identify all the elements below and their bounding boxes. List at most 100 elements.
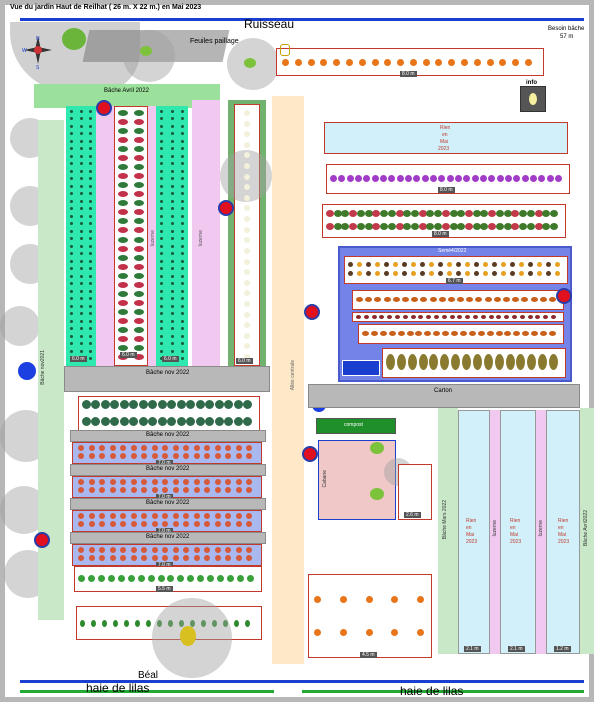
seedling-icon	[70, 117, 73, 121]
plant-icon	[495, 223, 504, 230]
tomato-icon	[99, 453, 105, 459]
bed-size-label: 6.0 m	[120, 352, 137, 358]
tomato-icon	[193, 555, 200, 561]
haie-right-label: haie de lilas	[400, 684, 464, 698]
tomato-icon	[141, 487, 147, 493]
strawberry-icon	[118, 272, 128, 279]
pea-icon	[201, 619, 206, 627]
tomato-icon	[204, 521, 210, 527]
info-icon[interactable]	[520, 86, 546, 112]
plant-icon	[426, 223, 435, 230]
seedling-icon	[160, 222, 163, 226]
cabbage-icon	[243, 400, 252, 409]
tomato-icon	[99, 521, 105, 527]
onion-icon	[555, 174, 562, 182]
onion-icon	[530, 174, 537, 182]
strawberry-icon	[134, 263, 144, 270]
onion-icon	[438, 174, 446, 182]
garlic-icon	[244, 322, 250, 329]
seedling-icon	[160, 304, 163, 308]
carrot-icon	[461, 58, 469, 66]
carrot-icon	[391, 629, 399, 636]
cabbage-icon	[167, 417, 177, 426]
tomato-icon	[109, 453, 116, 459]
seedling-icon	[70, 132, 73, 136]
tomato-icon	[225, 513, 231, 519]
seedling-icon	[79, 282, 83, 286]
seedling-icon	[170, 282, 174, 286]
seed-icon	[546, 262, 551, 267]
seed-icon	[465, 271, 470, 276]
seedling-icon	[79, 289, 83, 293]
tomato-icon	[130, 453, 137, 459]
rien-label: Mai	[510, 532, 519, 538]
seedling-icon	[181, 319, 184, 323]
seed-icon	[366, 262, 371, 267]
plant-icon	[488, 223, 497, 230]
cabbage-icon	[157, 417, 167, 426]
potato-icon	[513, 330, 521, 336]
tomato-icon	[151, 555, 158, 561]
seed-icon	[447, 271, 452, 276]
seedling-icon	[89, 334, 92, 338]
tomato-icon	[151, 547, 158, 553]
bean-icon	[473, 315, 478, 319]
strawberry-icon	[134, 281, 144, 288]
water-point-icon[interactable]	[18, 362, 36, 380]
tomato-icon	[225, 487, 231, 493]
potato-icon	[495, 330, 503, 336]
seedling-icon	[181, 214, 184, 218]
strawberry-icon	[118, 110, 128, 116]
plant-icon	[326, 210, 334, 217]
tomato-icon	[204, 445, 210, 451]
lettuce-row	[78, 572, 254, 584]
apple-icon	[140, 46, 152, 56]
seedling-icon	[89, 312, 92, 316]
seedling-icon	[79, 147, 83, 151]
carrot-icon	[384, 58, 392, 66]
seedling-icon	[170, 110, 174, 113]
garlic-icon	[244, 152, 250, 159]
cabbage-row	[82, 400, 252, 426]
plant-icon	[534, 223, 543, 230]
ruisseau-line	[20, 18, 584, 21]
strawberry-icon	[118, 254, 128, 261]
tomato-icon	[120, 555, 126, 561]
tomato-icon	[225, 445, 231, 451]
onion-icon	[396, 174, 404, 182]
cabbage-icon	[214, 400, 224, 409]
cabbage-icon	[119, 417, 129, 426]
potato-icon	[388, 330, 396, 336]
cabbage-icon	[138, 400, 148, 409]
bed-size-label: 8.0 m	[432, 231, 449, 237]
bean-icon	[543, 315, 549, 319]
plant-icon	[364, 223, 373, 230]
seed-icon	[474, 271, 479, 276]
seedling-icon	[70, 237, 73, 241]
strawberry-icon	[134, 272, 144, 279]
onion-icon	[513, 174, 521, 182]
seedling-icon	[181, 274, 184, 278]
seedling-icon	[70, 252, 73, 256]
seedling-icon	[79, 319, 83, 323]
potato-icon	[549, 330, 556, 336]
seedling-icon	[70, 312, 73, 316]
lettuce-icon	[207, 574, 215, 582]
tomato-icon	[130, 479, 137, 485]
seedling-icon	[89, 357, 92, 360]
carrot-icon	[486, 58, 494, 66]
squash-icon	[396, 354, 406, 370]
allee-centrale	[272, 96, 304, 664]
bean-icon	[387, 315, 393, 319]
strawberry-icon	[134, 218, 144, 225]
carrot-icon	[365, 629, 373, 636]
seedling-icon	[89, 192, 92, 196]
squash-icon	[407, 354, 417, 370]
seedling-icon	[89, 229, 92, 233]
seed-icon	[456, 262, 461, 267]
seed-icon	[357, 271, 362, 276]
plant-icon	[341, 223, 350, 230]
seedling-icon	[89, 237, 92, 241]
bache-avril-right-label: Bâche Avril2022	[583, 510, 589, 547]
tomato-icon	[78, 547, 84, 553]
